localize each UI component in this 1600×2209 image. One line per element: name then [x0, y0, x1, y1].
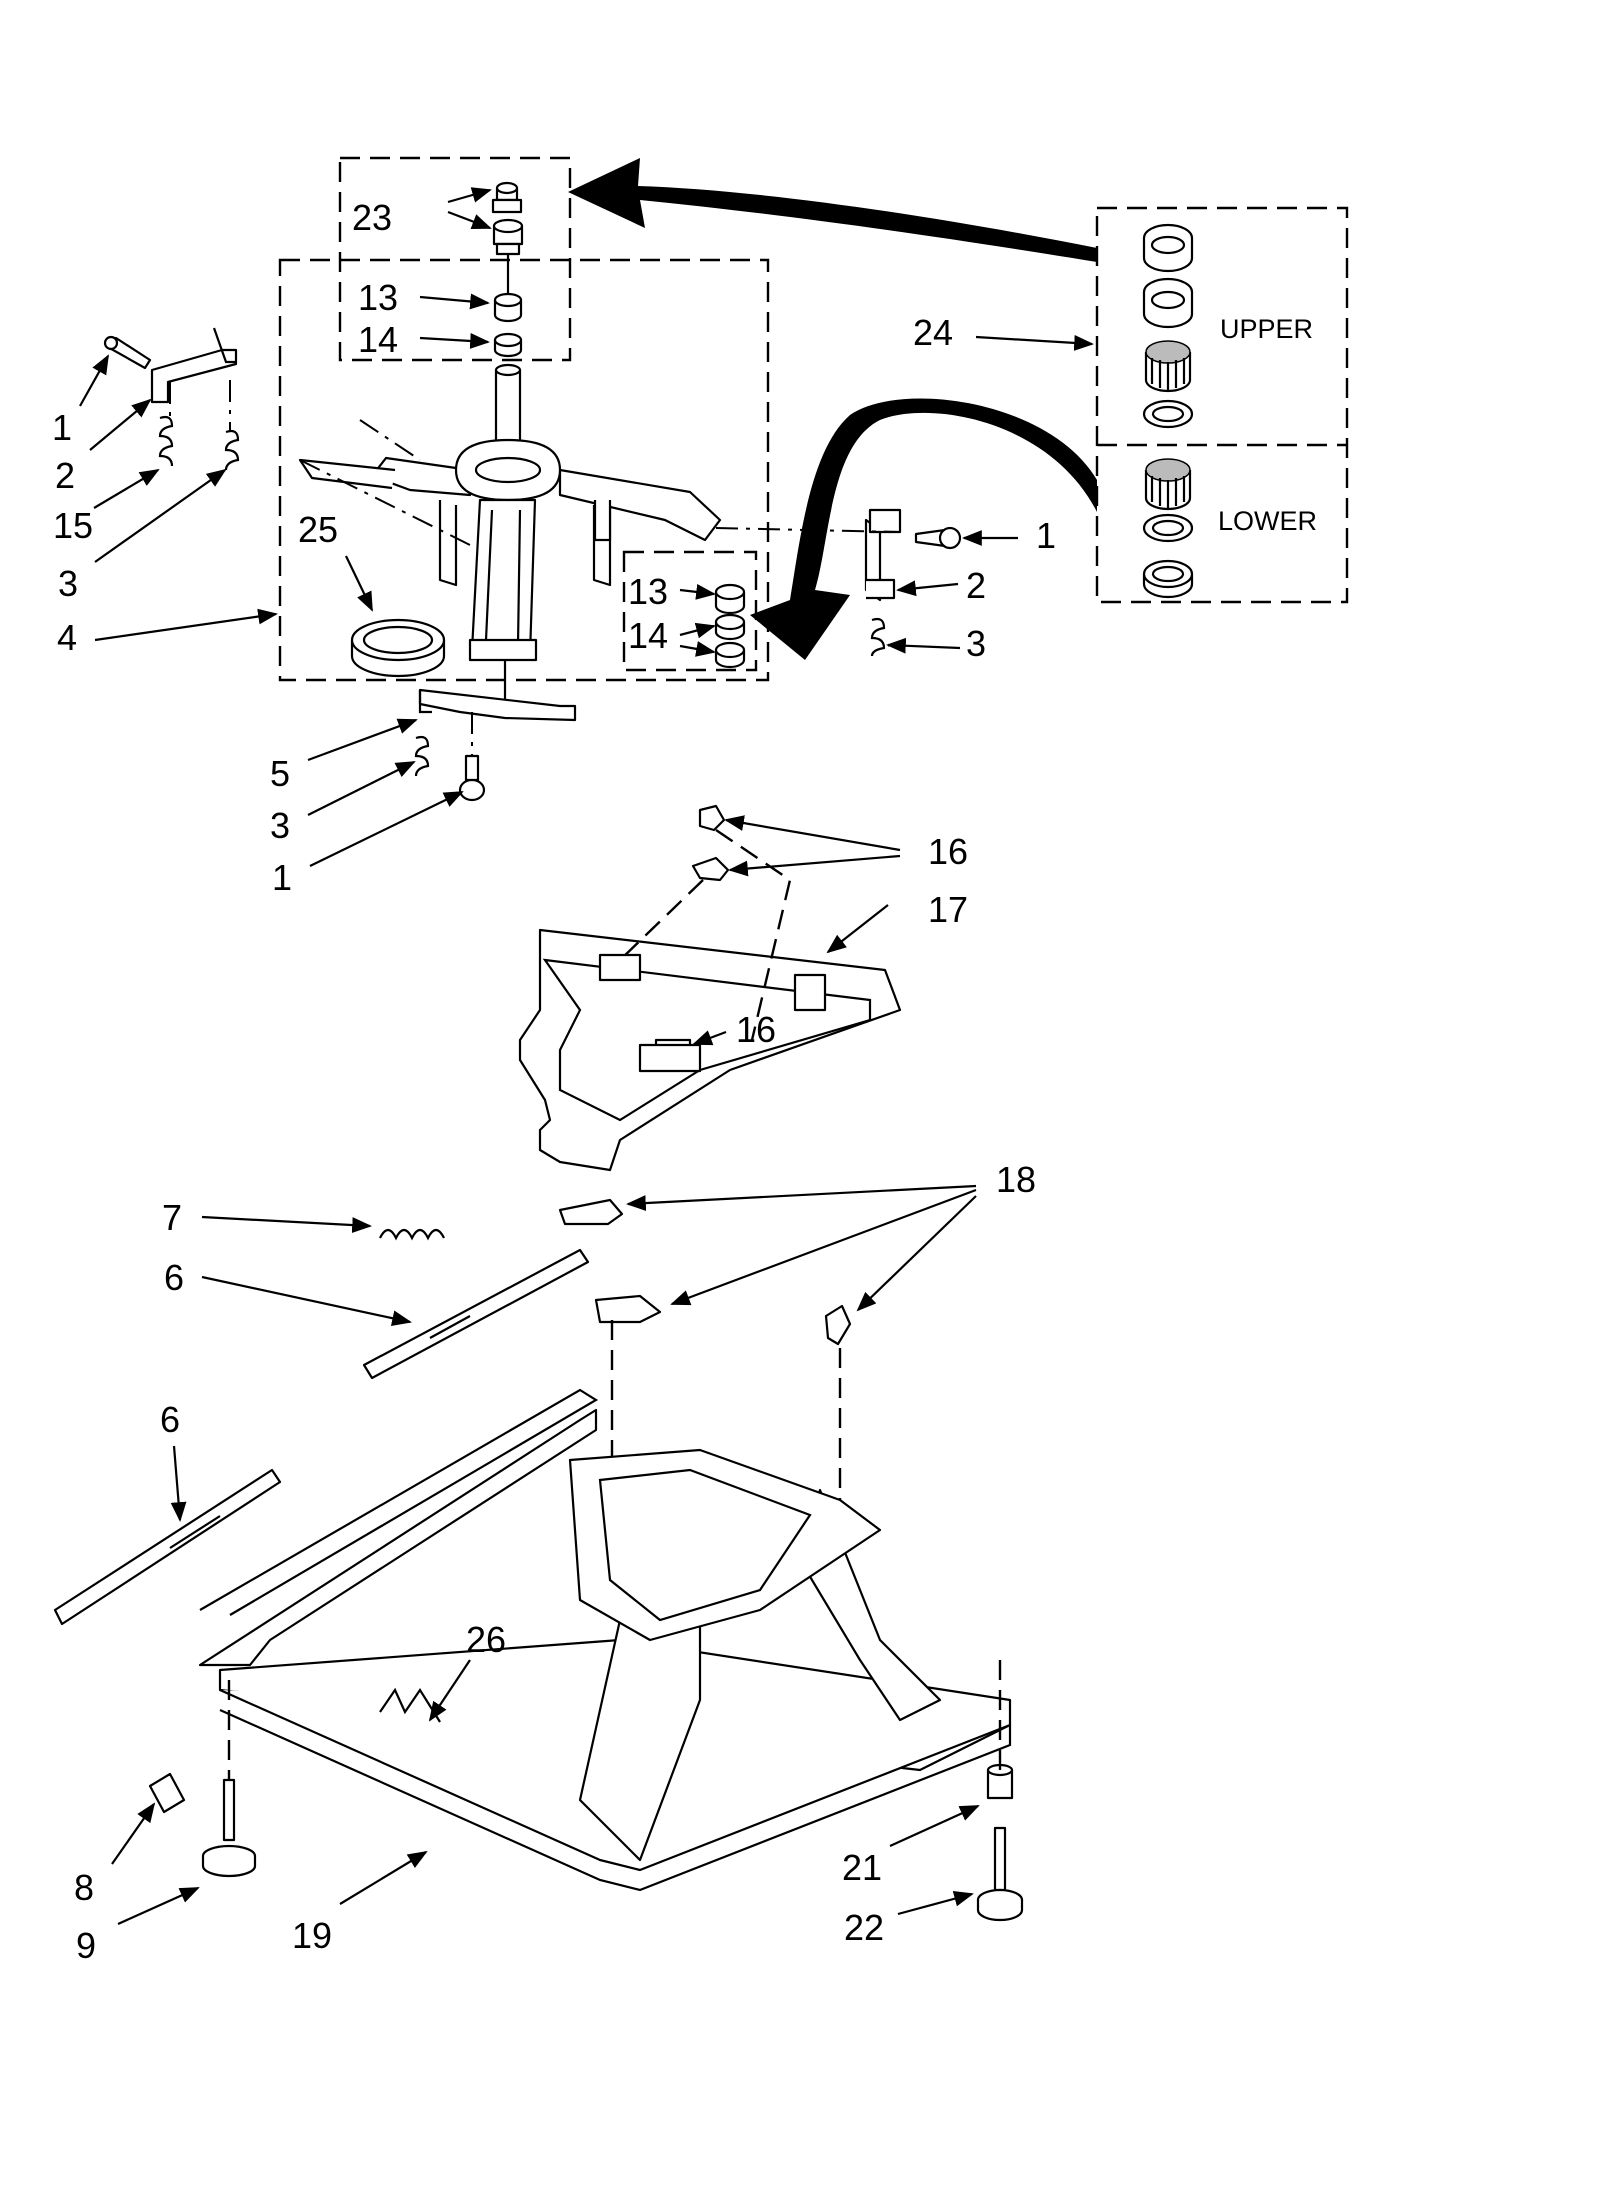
group-boxes	[278, 156, 1349, 682]
kit-arrows	[568, 158, 1097, 660]
rail-6-upper	[362, 1248, 590, 1380]
foot-pin-8	[148, 1772, 186, 1814]
callout-3-left: 3	[58, 563, 78, 604]
callout-21: 21	[842, 1847, 882, 1888]
leveling-foot-9	[201, 1778, 257, 1878]
foot-bolt-22	[976, 1826, 1024, 1922]
pad-16-b	[691, 856, 730, 882]
pad-18-a	[558, 1198, 624, 1226]
callout-14-upper: 14	[358, 319, 398, 360]
upper-bushing-a	[1142, 223, 1194, 273]
callout-5: 5	[270, 753, 290, 794]
support-arm-right	[558, 468, 722, 542]
callout-6-lower: 6	[160, 1399, 180, 1440]
callout-17: 17	[928, 889, 968, 930]
upper-bushings	[491, 181, 524, 358]
upper-splined-bearing	[1144, 340, 1192, 393]
callout-25: 25	[298, 509, 338, 550]
label-lower: LOWER	[1218, 506, 1317, 536]
spring-3-bottom	[414, 735, 430, 777]
callout-24: 24	[913, 312, 953, 353]
center-column	[470, 498, 537, 657]
leg-back	[593, 500, 612, 542]
callout-2-right: 2	[966, 565, 986, 606]
callout-3-right: 3	[966, 623, 986, 664]
frame-top-ring	[568, 1448, 882, 1642]
box-bearing-kit	[1095, 206, 1349, 604]
leg-left	[438, 500, 458, 587]
machine-base-frame	[148, 1388, 1024, 1922]
spring-7	[379, 1228, 445, 1241]
callout-15: 15	[53, 505, 93, 546]
frame-left-side	[198, 1408, 598, 1667]
box-gearcase	[278, 258, 770, 682]
callout-18: 18	[996, 1159, 1036, 1200]
pad-18-b	[594, 1294, 662, 1324]
lower-washer-b	[1142, 559, 1194, 599]
right-bracket-assembly	[715, 508, 962, 657]
callout-19: 19	[292, 1915, 332, 1956]
seal-ring	[350, 618, 446, 678]
frame-parts	[53, 1198, 852, 1626]
hub-dome	[454, 438, 562, 502]
box-upper-bushings	[338, 156, 572, 362]
callout-9: 9	[76, 1925, 96, 1966]
callout-2-left: 2	[55, 455, 75, 496]
callout-16-top: 16	[928, 831, 968, 872]
callout-1-bottom: 1	[272, 857, 292, 898]
callout-1-right: 1	[1036, 515, 1056, 556]
lower-splined-bearing	[1144, 458, 1192, 511]
callout-13-upper: 13	[358, 277, 398, 318]
callout-4: 4	[57, 617, 77, 658]
box-lower-bushings	[622, 550, 758, 672]
rail-6-lower	[53, 1468, 282, 1626]
left-bracket-assembly	[103, 327, 240, 471]
lower-washer-a	[1142, 513, 1194, 543]
base-plate-assembly	[518, 804, 902, 1172]
callout-13-lower: 13	[628, 571, 668, 612]
callout-23: 23	[352, 197, 392, 238]
callout-1-left: 1	[52, 407, 72, 448]
bearing-kit	[1142, 223, 1194, 599]
clip-26	[379, 1687, 441, 1723]
arrow-lower-kit	[750, 398, 1097, 660]
arrow-upper-kit	[568, 158, 1097, 262]
spring-15	[158, 415, 174, 467]
callout-14-lower: 14	[628, 615, 668, 656]
callout-6-upper: 6	[164, 1257, 184, 1298]
pad-16-a	[698, 804, 726, 832]
bottom-bracket-assembly	[414, 688, 577, 802]
callout-labels: 23 13 14 24 UPPER LOWER 1 2 15 3 4 25 13…	[52, 197, 1317, 1966]
lower-bushings	[714, 583, 746, 669]
upper-washer	[1142, 399, 1194, 429]
spring-3-left	[224, 429, 240, 471]
bracket-5	[418, 688, 577, 722]
callout-8: 8	[74, 1867, 94, 1908]
callout-7: 7	[162, 1197, 182, 1238]
bracket-2-left	[150, 348, 238, 404]
bolt-1-bottom	[464, 754, 480, 782]
spring-3-right	[870, 617, 886, 657]
label-upper: UPPER	[1220, 314, 1313, 344]
pad-18-c	[824, 1304, 852, 1346]
callout-3-bottom: 3	[270, 805, 290, 846]
upper-bushing-b	[1142, 277, 1194, 329]
callout-22: 22	[844, 1907, 884, 1948]
base-plate-17	[518, 928, 902, 1172]
leader-lines	[79, 187, 1094, 1926]
gearcase-assembly	[298, 363, 722, 700]
callout-26: 26	[466, 1619, 506, 1660]
callout-16-bottom: 16	[736, 1009, 776, 1050]
